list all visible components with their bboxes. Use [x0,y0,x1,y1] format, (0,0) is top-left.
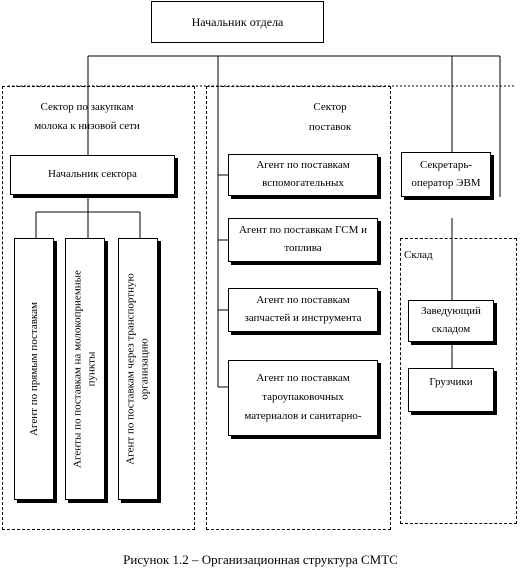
supply-sector-title-1: Сектор [313,101,347,113]
warehouse-manager-line1: Заведующий [421,305,481,318]
warehouse-title: Склад [404,249,433,261]
secretary-line2: оператор ЭВМ [411,176,481,189]
supply-agent-2-line2: топлива [284,242,322,254]
supply-agent-2-line1: Агент по поставкам ГСМ и [238,224,368,237]
supply-agent-4-line2: тароупаковочных [262,391,344,404]
head-box: Начальник отдела [151,1,324,43]
secretary-line1: Секретарь- [419,158,473,171]
procurement-agent-label-1: Агент по прямым поставкам [27,302,40,436]
head-label: Начальник отдела [191,14,284,29]
loaders-box: Грузчики [408,368,494,412]
supply-sector-title-2: поставок [308,121,352,133]
secretary-box: Секретарь- оператор ЭВМ [401,152,491,197]
procurement-agent-box-1: Агент по прямым поставкам [14,238,54,500]
procurement-sector-title-2: молока к низовой сети [34,120,140,132]
procurement-chief-box: Начальник сектора [10,155,175,195]
loaders-label: Грузчики [429,376,473,388]
supply-agent-box-3: Агент по поставкам запчастей и инструмен… [228,288,378,332]
warehouse-manager-line2: складом [431,323,471,335]
procurement-sector-title-1: Сектор по закупкам [40,101,134,113]
supply-agent-4-line1: Агент по поставкам [256,372,350,385]
procurement-agent-label-3b: организацию [139,338,151,400]
warehouse-manager-box: Заведующий складом [408,300,494,342]
supply-agent-3-line2: запчастей и инструмента [244,312,362,324]
supply-agent-1-line1: Агент по поставкам [256,159,350,172]
supply-agent-box-1: Агент по поставкам вспомогательных [228,154,378,196]
supply-agent-box-2: Агент по поставкам ГСМ и топлива [228,218,378,262]
supply-agent-1-line2: вспомогательных [262,177,344,189]
procurement-agent-box-3: Агент по поставкам через транспортную ор… [118,238,158,500]
procurement-agent-label-2a: Агенты по поставкам на молокоприемные [71,270,84,468]
procurement-agent-box-2: Агенты по поставкам на молокоприемные пу… [65,238,105,500]
supply-agent-box-4: Агент по поставкам тароупаковочных матер… [228,360,378,436]
procurement-chief-label: Начальник сектора [48,168,137,181]
figure-caption: Рисунок 1.2 – Организационная структура … [123,552,398,567]
procurement-agent-label-3a: Агент по поставкам через транспортную [124,273,137,465]
warehouse-region [400,238,517,524]
procurement-sector-region [2,86,195,530]
supply-agent-3-line1: Агент по поставкам [256,294,350,307]
procurement-agent-label-2b: пункты [86,351,98,387]
supply-sector-region [206,86,391,530]
supply-agent-4-line3: материалов и санитарно- [244,409,362,422]
